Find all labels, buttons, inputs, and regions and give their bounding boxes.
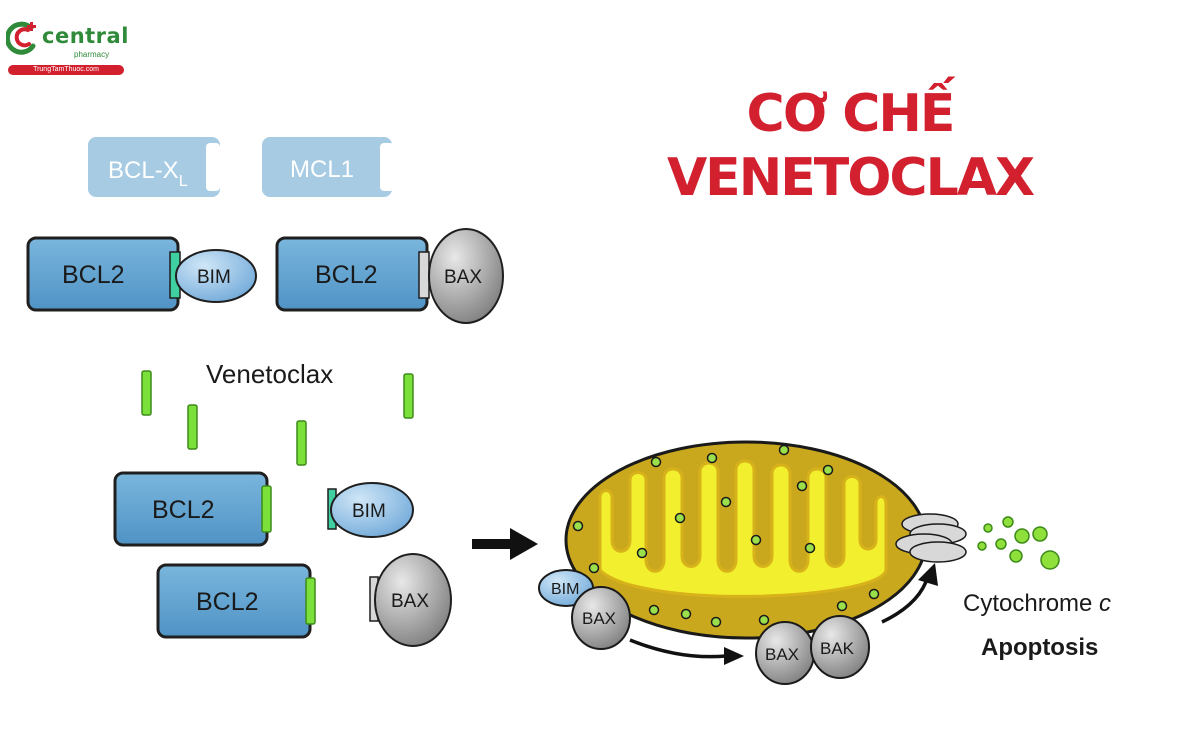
logo-brand-text: central <box>42 24 129 48</box>
bcl-xl-protein: BCL-XL <box>88 137 220 197</box>
bax-bak-oligomer: BAX BAK <box>755 615 870 685</box>
bcl2-bim-complex: BCL2 BIM <box>26 236 257 312</box>
cytochrome-c-label: Cytochrome c <box>963 590 1111 617</box>
mitochondrial-pore <box>895 513 967 563</box>
bax-ellipse <box>374 553 452 647</box>
bcl2-label: BCL2 <box>152 496 215 524</box>
mitochondrial-cristae <box>598 459 888 598</box>
venetoclax-bound <box>261 485 272 533</box>
venetoclax-molecule <box>296 420 307 466</box>
bim-bax-on-membrane: BIM BAX <box>538 569 631 650</box>
bak-ellipse <box>810 615 870 679</box>
title-line-2: VENETOCLAX <box>666 148 1035 208</box>
free-bax: BAX <box>369 553 452 647</box>
bcl2-venetoclax-complex: BCL2 <box>113 471 272 547</box>
bcl2-binding-groove <box>418 251 430 299</box>
apoptosis-label: Apoptosis <box>981 634 1098 661</box>
bcl2-label: BCL2 <box>315 261 378 289</box>
free-bim: BIM <box>327 482 414 538</box>
logo-subtitle-text: pharmacy <box>74 50 110 59</box>
bax-label: BAX <box>582 609 616 628</box>
logo-url-text: TrungTamThuoc.com <box>8 65 124 75</box>
bcl2-bax-complex: BCL2 BAX <box>275 228 504 324</box>
released-cytochrome-c <box>977 516 1060 570</box>
bcl-xl-label: BCL-X <box>108 157 179 184</box>
venetoclax-molecule <box>141 370 152 416</box>
bim-ellipse <box>330 482 414 538</box>
bim-label: BIM <box>352 501 386 522</box>
curved-arrow-up-icon <box>881 563 938 624</box>
central-pharmacy-logo: central pharmacy TrungTamThuoc.com <box>6 18 129 78</box>
pharmacy-logo-icon <box>6 21 36 55</box>
venetoclax-bound <box>305 577 316 625</box>
bak-label: BAK <box>820 639 855 658</box>
bim-label: BIM <box>197 267 231 288</box>
mcl1-label: MCL1 <box>290 156 354 183</box>
bcl2-venetoclax-complex: BCL2 <box>156 563 316 639</box>
bim-label: BIM <box>551 581 579 598</box>
bcl-xl-subscript: L <box>179 173 188 190</box>
venetoclax-molecule <box>187 404 198 450</box>
bcl2-label: BCL2 <box>196 588 259 616</box>
curved-arrow-icon <box>629 638 744 665</box>
bax-label: BAX <box>391 591 429 612</box>
svg-text:BCL-XL: BCL-XL <box>108 157 188 190</box>
page-title: CƠ CHẾ VENETOCLAX <box>660 82 1040 210</box>
bax-ellipse <box>428 228 504 324</box>
mitochondrion <box>564 440 967 640</box>
bax-label: BAX <box>444 267 482 288</box>
mcl1-protein: MCL1 <box>262 137 394 197</box>
right-arrow-icon <box>472 528 538 560</box>
bcl2-label: BCL2 <box>62 261 125 289</box>
bim-ellipse <box>175 249 257 303</box>
venetoclax-label: Venetoclax <box>206 359 333 389</box>
venetoclax-molecules <box>141 370 414 466</box>
bax-label: BAX <box>765 645 799 664</box>
title-line-1: CƠ CHẾ <box>746 84 956 144</box>
cytochrome-c-dots <box>572 444 880 628</box>
bax-ellipse <box>571 586 631 650</box>
venetoclax-molecule <box>403 373 414 419</box>
